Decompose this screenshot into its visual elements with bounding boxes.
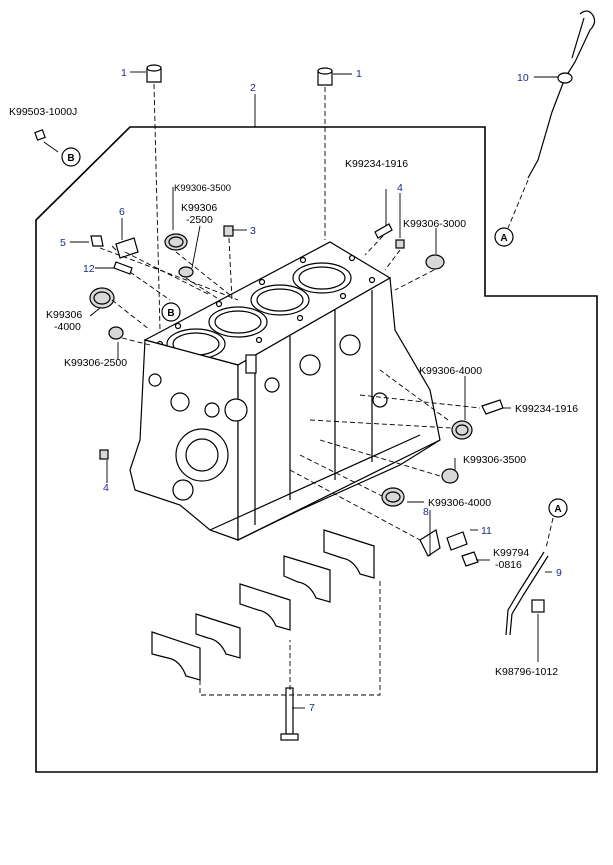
callout-10: 10 xyxy=(517,72,529,84)
callout-4-left: 4 xyxy=(103,482,109,494)
plug-k99306-2500-left xyxy=(108,326,124,340)
svg-text:A: A xyxy=(554,504,561,515)
callout-3: 3 xyxy=(250,225,256,237)
plug-k99306-4000-r2 xyxy=(381,487,405,507)
dipstick-10 xyxy=(527,10,596,179)
callout-4-top: 4 xyxy=(397,182,403,194)
plug-k99306-3500-right xyxy=(441,468,459,484)
part-k99306-4000-right-1: K99306-4000 xyxy=(419,365,482,377)
plug-k99306-3000 xyxy=(425,254,445,270)
part-k99306-2500-line2: -2500 xyxy=(186,214,213,226)
pin-k99234-right xyxy=(481,399,504,415)
part-k99794-line1: K99794 xyxy=(493,547,529,559)
plug-k99306-3500-top xyxy=(164,233,188,251)
callout-8: 8 xyxy=(423,506,429,518)
oil-jet-6 xyxy=(111,237,139,259)
callout-1-right: 1 xyxy=(356,68,362,80)
dowel-4-left xyxy=(99,449,109,460)
plug-k99306-4000-r1 xyxy=(451,420,473,440)
dipstick-guide-9 xyxy=(505,551,549,636)
cylinder-block xyxy=(129,241,441,541)
plug-3 xyxy=(223,225,234,237)
callout-6: 6 xyxy=(119,206,125,218)
part-k99234-1916-top: K99234-1916 xyxy=(345,158,408,170)
pin-k99503 xyxy=(34,129,46,141)
dowel-4-top xyxy=(395,239,405,249)
bolt-11 xyxy=(446,531,468,551)
part-k99234-1916-right: K99234-1916 xyxy=(515,403,578,415)
bolt-k99794 xyxy=(461,551,479,567)
ref-b-block: B xyxy=(161,302,181,322)
pin-k99234-top xyxy=(374,223,393,239)
callout-12: 12 xyxy=(83,263,95,275)
part-k99306-3500-right: K99306-3500 xyxy=(463,454,526,466)
ref-a-guide: A xyxy=(548,498,568,518)
assembly-frame xyxy=(35,126,598,773)
cap-1-left xyxy=(146,64,162,83)
callout-11: 11 xyxy=(481,525,492,537)
part-k99306-3500-top: K99306-3500 xyxy=(174,183,231,194)
part-k99503-1000j: K99503-1000J xyxy=(9,106,77,118)
bolt-5 xyxy=(90,235,104,247)
svg-text:B: B xyxy=(67,153,74,164)
callout-5: 5 xyxy=(60,237,66,249)
part-k99306-2500-line1: K99306 xyxy=(181,202,217,214)
cap-1-right xyxy=(317,67,333,86)
main-bearing-caps xyxy=(151,529,375,681)
bolt-7 xyxy=(280,687,299,741)
part-k99306-4000-left-line2: -4000 xyxy=(54,321,81,333)
plug-k99306-2500-top xyxy=(178,266,194,278)
part-k99306-4000-right-2: K99306-4000 xyxy=(428,497,491,509)
callout-2: 2 xyxy=(250,82,256,94)
callout-9: 9 xyxy=(556,567,562,579)
part-k99306-3000: K99306-3000 xyxy=(403,218,466,230)
svg-text:A: A xyxy=(500,233,507,244)
bolt-12 xyxy=(113,261,133,275)
callout-7: 7 xyxy=(309,702,315,714)
plug-k99306-4000-left xyxy=(89,287,115,309)
ref-a-dipstick: A xyxy=(494,227,514,247)
part-k99794-line2: -0816 xyxy=(495,559,522,571)
part-k99306-4000-left-line1: K99306 xyxy=(46,309,82,321)
callout-1-left: 1 xyxy=(121,67,127,79)
svg-text:B: B xyxy=(167,308,174,319)
part-k99306-2500-left: K99306-2500 xyxy=(64,357,127,369)
ref-b-left: B xyxy=(61,147,81,167)
part-k98796-1012: K98796-1012 xyxy=(495,666,558,678)
